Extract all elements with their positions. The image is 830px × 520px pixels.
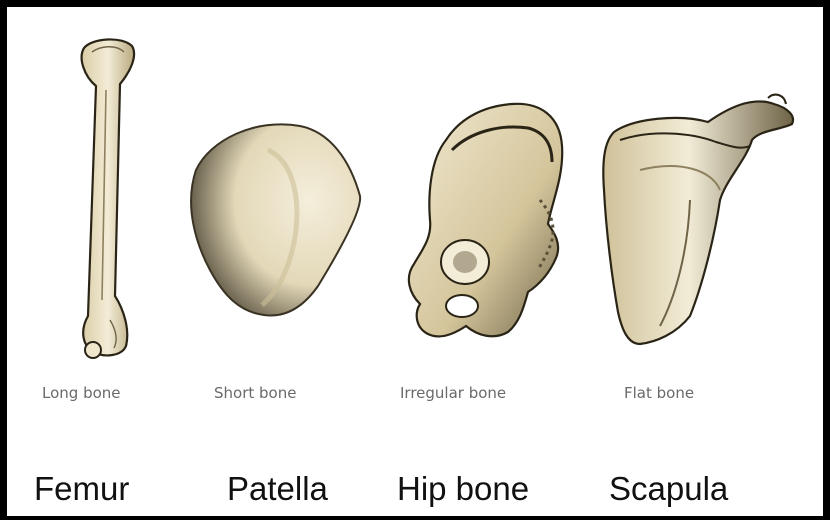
bone-name-patella: Patella [227, 470, 328, 508]
hip-bone-icon [409, 104, 562, 337]
bone-type-label-irregular: Irregular bone [400, 384, 506, 402]
bone-name-scapula: Scapula [609, 470, 728, 508]
bone-type-label-long: Long bone [42, 384, 121, 402]
bone-name-hip-bone: Hip bone [397, 470, 529, 508]
bone-type-label-short: Short bone [214, 384, 296, 402]
femur-icon [82, 39, 134, 358]
patella-icon [191, 124, 360, 315]
bone-type-label-flat: Flat bone [624, 384, 694, 402]
bone-name-femur: Femur [34, 470, 129, 508]
scapula-icon [603, 95, 793, 344]
